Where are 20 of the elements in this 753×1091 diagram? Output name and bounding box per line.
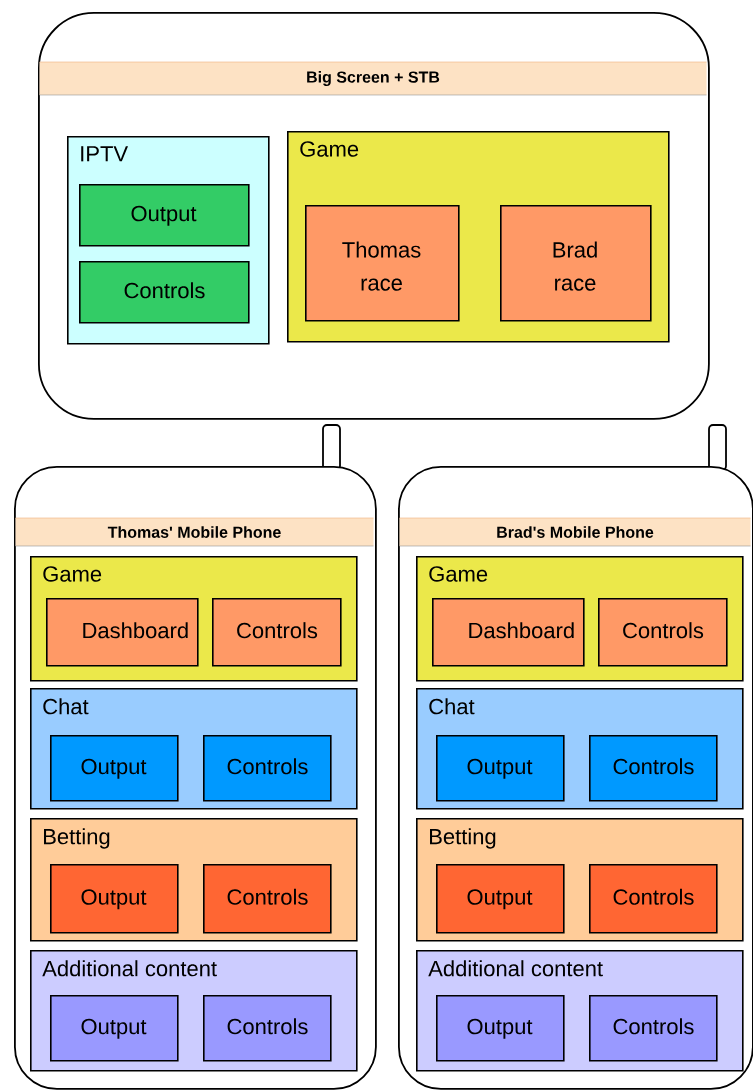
component-box: Controls [203,995,332,1062]
component-box: Output [436,735,565,802]
component-box: Controls [79,261,250,324]
component-box: Controls [589,735,718,802]
component-box: Controls [212,598,342,667]
component-box: Controls [203,735,332,802]
component-box: Controls [589,864,718,934]
component-box: Brad race [500,205,652,322]
component-box: Dashboard [432,598,585,667]
component-box: Thomas race [305,205,460,322]
component-box: Output [50,864,179,934]
component-box: Output [50,735,179,802]
component-box: Output [436,864,565,934]
component-box: Dashboard [46,598,199,667]
component-box: Output [50,995,179,1062]
component-box: Output [436,995,565,1062]
component-box: Controls [598,598,728,667]
component-box: Controls [203,864,332,934]
component-box: Output [79,184,250,247]
component-box: Controls [589,995,718,1062]
